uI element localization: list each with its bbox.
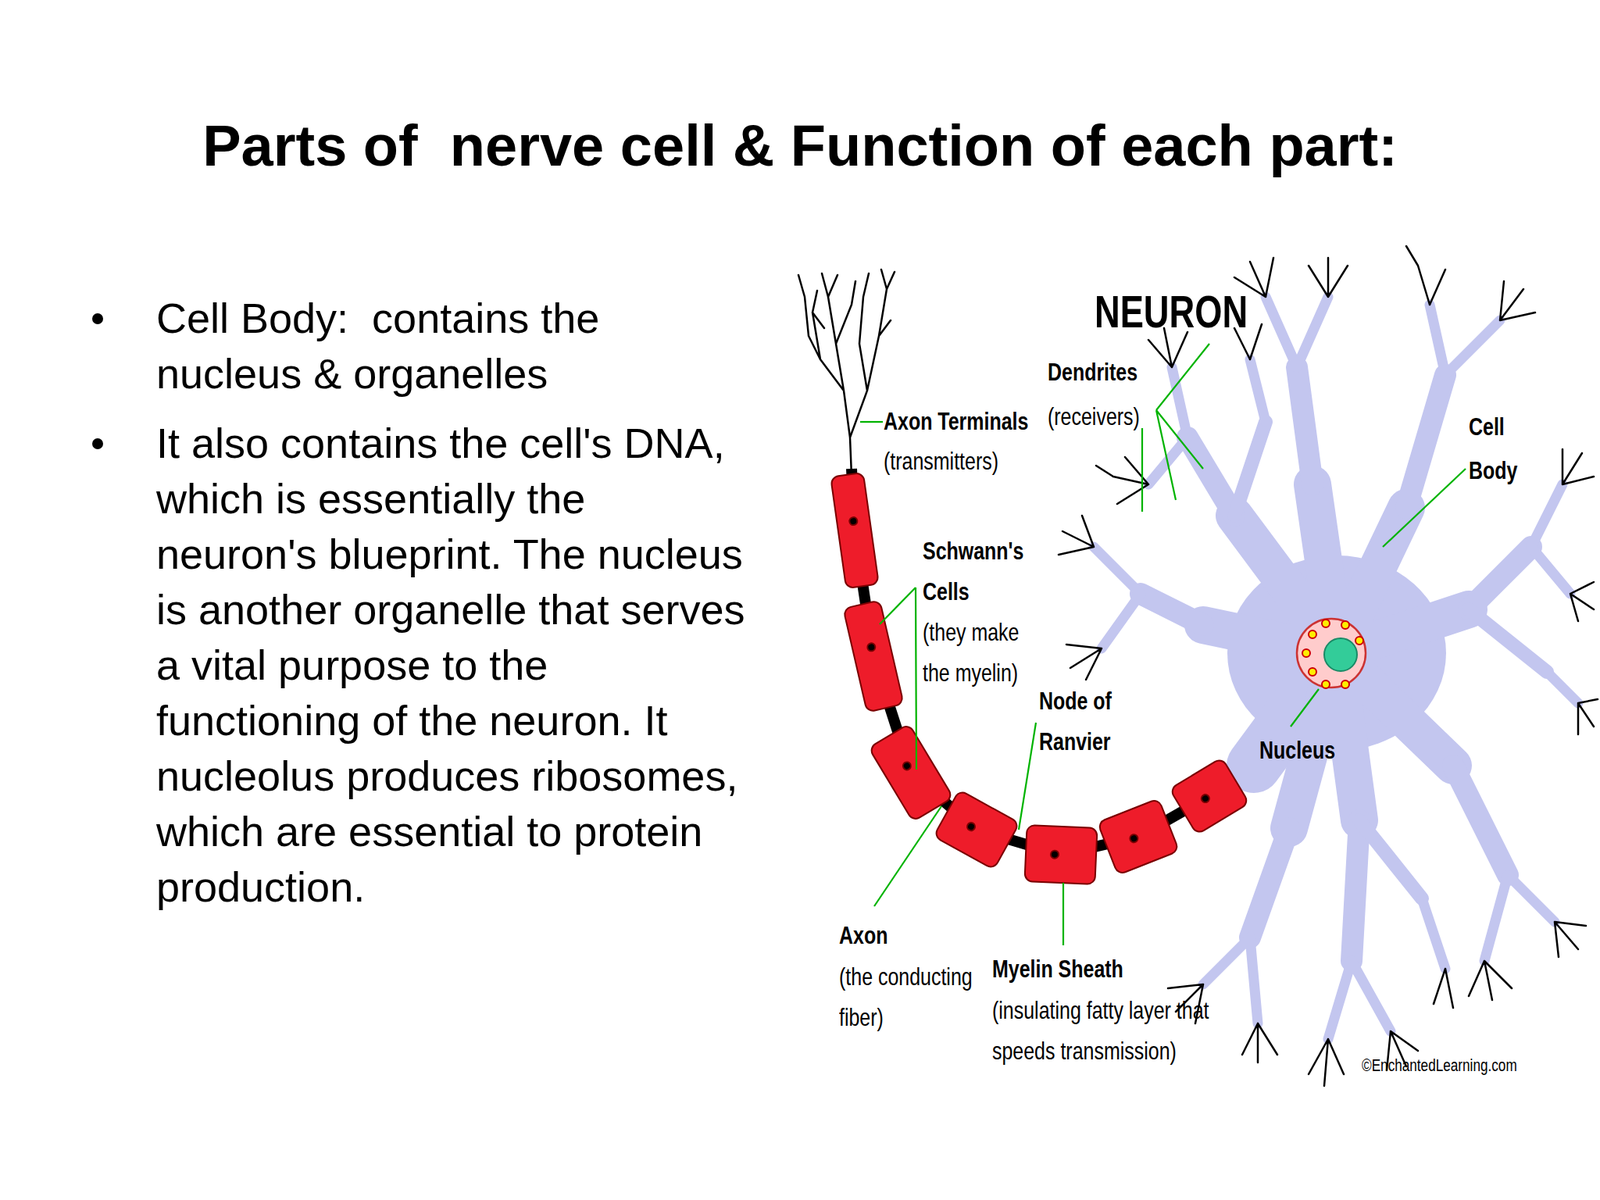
- schwann-cell: [1169, 757, 1250, 835]
- granule: [1341, 680, 1350, 689]
- bullet-item: It also contains the cell's DNA, which i…: [92, 415, 765, 915]
- part-name: Schwann's Cells: [922, 530, 1045, 612]
- nucleus-shape: [1296, 618, 1366, 689]
- part-name: Cell Body: [1468, 404, 1530, 493]
- part-name: Node of Ranvier: [1039, 680, 1137, 762]
- granule: [1302, 649, 1311, 658]
- part-name: Axon: [839, 914, 961, 956]
- cell-body-shape: [1093, 296, 1579, 1040]
- part-function: (they make the myelin): [922, 611, 1033, 693]
- bullet-item: Cell Body: contains the nucleus & organe…: [92, 290, 765, 402]
- bullet-text: It also contains the cell's DNA, which i…: [156, 415, 750, 915]
- schwann-cell: [933, 789, 1020, 870]
- schwann-cell: [1097, 798, 1180, 875]
- myelin-segments: [830, 472, 1250, 885]
- myelin-segment: [830, 472, 879, 589]
- schwann-cell: [830, 472, 879, 589]
- granule: [1321, 619, 1330, 628]
- copyright-note: ©EnchantedLearning.com: [1361, 1053, 1582, 1078]
- nucleolus: [1324, 638, 1358, 672]
- nucleus-granules: [1302, 619, 1364, 689]
- part-function: (receivers): [1047, 396, 1170, 437]
- schwann-nucleus: [1128, 833, 1140, 844]
- nucleus-circle: [1296, 618, 1366, 688]
- bullet-text: Cell Body: contains the nucleus & organe…: [156, 290, 750, 402]
- schwann-nucleus: [965, 821, 977, 833]
- dendrite-branch: [1234, 421, 1547, 899]
- schwann-nucleus: [866, 642, 876, 652]
- leader-line: [1290, 689, 1319, 727]
- part-function: (insulating fatty layer that speeds tran…: [992, 989, 1246, 1072]
- schwann-nucleus: [901, 760, 913, 772]
- part-name: Myelin Sheath: [992, 948, 1175, 990]
- part-function: (the conducting fiber): [839, 956, 998, 1038]
- schwann-cell: [842, 600, 904, 712]
- part-name: Dendrites: [1047, 351, 1170, 393]
- granule: [1308, 667, 1317, 676]
- myelin-segment: [1024, 825, 1097, 885]
- leader-line: [860, 421, 883, 423]
- myelin-segment: [842, 600, 904, 712]
- part-name: Axon Terminals: [883, 400, 1067, 442]
- granule: [1355, 636, 1364, 645]
- granule: [1308, 630, 1317, 639]
- myelin-segment: [1169, 757, 1250, 835]
- leader-lines: [860, 343, 1466, 946]
- dendrite-branch: [1140, 367, 1532, 961]
- schwann-cell: [1024, 825, 1097, 885]
- slide-title: Parts of nerve cell & Function of each p…: [0, 110, 1600, 181]
- part-function: (transmitters): [883, 440, 1067, 482]
- bullet-dot: [92, 313, 104, 325]
- granule: [1321, 680, 1330, 689]
- schwann-nucleus: [1200, 792, 1211, 804]
- leader-line: [879, 587, 917, 770]
- leader-line: [1018, 722, 1036, 830]
- myelin-segment: [933, 789, 1020, 870]
- axon-core: [851, 468, 1282, 855]
- leader-line: [874, 806, 942, 907]
- myelin-segment: [1097, 798, 1180, 875]
- part-name: Nucleus: [1259, 729, 1382, 771]
- leader-line: [1142, 343, 1210, 512]
- dendrite-fibre: [1058, 246, 1598, 1086]
- terminal-branch: [798, 269, 895, 477]
- dendrite-fibres: [1058, 246, 1598, 1086]
- bullet-list: Cell Body: contains the nucleus & organe…: [92, 290, 765, 929]
- bullet-dot: [92, 438, 104, 450]
- granule: [1341, 621, 1350, 629]
- axon-terminals: [798, 269, 895, 477]
- diagram-heading: NEURON: [1094, 285, 1254, 338]
- leader-line: [1382, 468, 1466, 547]
- leader-line: [1062, 882, 1065, 946]
- dendrite-twig: [1093, 296, 1579, 1040]
- schwann-nucleus: [1050, 850, 1059, 858]
- dendrite-trunk: [1203, 484, 1469, 829]
- schwann-nucleus: [849, 516, 858, 525]
